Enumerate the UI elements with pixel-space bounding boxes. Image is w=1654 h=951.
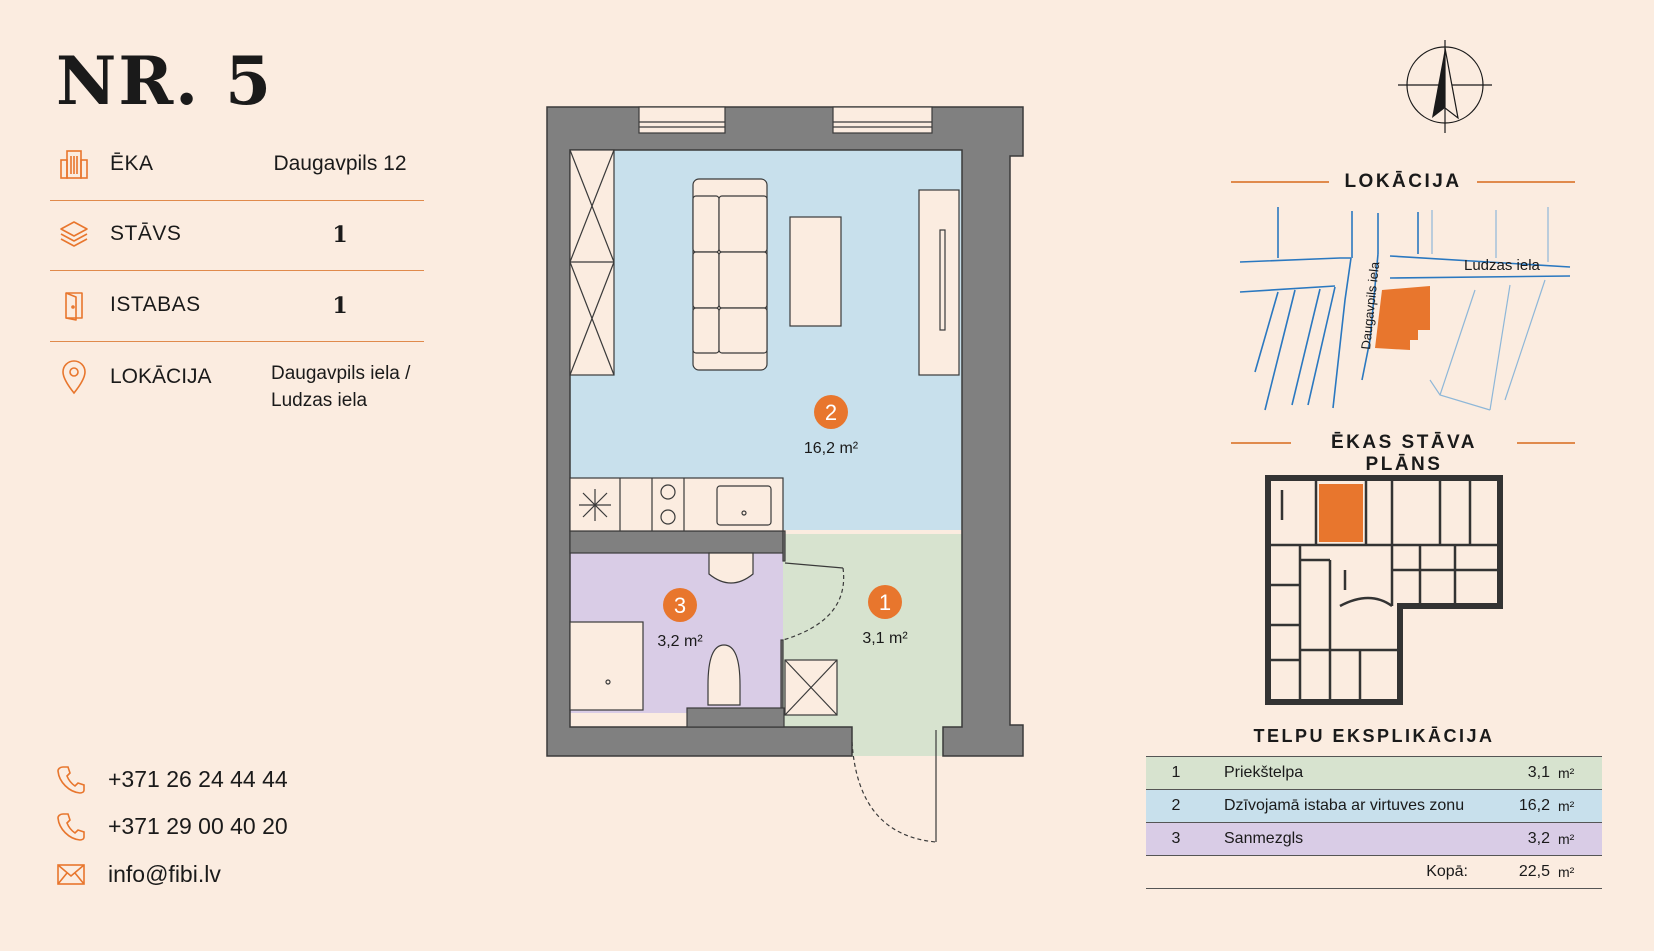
- location-map: Ludzas iela Daugavpils iela: [1239, 207, 1571, 411]
- coffee-table: [789, 216, 842, 327]
- svg-text:1: 1: [879, 590, 891, 615]
- apartment-floor-plan: 2 16,2 m² 1 3,1 m² 3 3,2 m²: [546, 106, 1024, 843]
- explication-heading: TELPU EKSPLIKĀCIJA: [1253, 726, 1495, 746]
- walls: [546, 106, 1024, 757]
- table-total-row: Kopā: 22,5 m²: [1146, 855, 1602, 889]
- table-row: 2 Dzīvojamā istaba ar virtuves zonu 16,2…: [1146, 789, 1602, 823]
- table-row: 3 Sanmezgls 3,2 m²: [1146, 822, 1602, 856]
- room-marker-1: 1 3,1 m²: [862, 585, 908, 647]
- bathroom-fixtures: [569, 552, 754, 711]
- info-row-rooms: ISTABAS 1: [50, 271, 424, 342]
- compass-icon: [1398, 40, 1492, 133]
- total-label: Kopā:: [1206, 855, 1476, 889]
- building-floor-plan: [1265, 475, 1503, 705]
- phone-icon: [57, 813, 85, 841]
- room-1-area: 3,1 m²: [862, 630, 908, 647]
- door-icon: [65, 292, 83, 321]
- phone-1-text[interactable]: +371 26 24 44 44: [108, 766, 288, 792]
- floor-value: 1: [332, 222, 348, 248]
- building-value: Daugavpils 12: [273, 152, 407, 175]
- kitchen-counter: [569, 477, 784, 532]
- svg-text:2: 2: [825, 400, 837, 425]
- sofa: [692, 178, 768, 371]
- location-label: LOKĀCIJA: [110, 365, 212, 388]
- rooms-value: 1: [332, 293, 348, 319]
- windows: [638, 106, 933, 134]
- building-label: ĒKA: [110, 152, 154, 175]
- location-value-line1: Daugavpils iela /: [271, 363, 411, 384]
- total-area: 22,5: [1476, 855, 1558, 889]
- floor-label: STĀVS: [110, 222, 182, 245]
- info-row-building: ĒKA Daugavpils 12: [50, 130, 424, 201]
- location-heading: LOKĀCIJA: [1344, 171, 1462, 192]
- map-pin-icon: [62, 360, 86, 395]
- location-value-line2: Ludzas iela: [271, 390, 368, 411]
- layers-icon: [60, 221, 88, 247]
- map-street-ludzas: Ludzas iela: [1464, 257, 1541, 274]
- room-2-area: 16,2 m²: [804, 440, 859, 457]
- svg-text:3: 3: [674, 593, 686, 618]
- email-text[interactable]: info@fibi.lv: [108, 861, 221, 887]
- room-marker-3: 3 3,2 m²: [657, 588, 703, 650]
- room-marker-2: 2 16,2 m²: [804, 395, 859, 457]
- building-icon: [60, 150, 88, 179]
- phone-2-text[interactable]: +371 29 00 40 20: [108, 813, 288, 839]
- envelope-icon: [57, 864, 85, 885]
- info-row-location: LOKĀCIJA Daugavpils iela / Ludzas iela: [50, 341, 424, 421]
- info-row-floor: STĀVS 1: [50, 200, 424, 271]
- doors: [782, 562, 937, 843]
- utility-closet: [784, 659, 838, 716]
- floor-plan-heading: ĒKAS STĀVA PLĀNS: [1330, 432, 1478, 475]
- rooms-label: ISTABAS: [110, 293, 201, 316]
- room-hall: [781, 534, 962, 756]
- room-3-area: 3,2 m²: [657, 633, 703, 650]
- explication-table: 1 Priekštelpa 3,1 m² 2 Dzīvojamā istaba …: [1146, 756, 1602, 889]
- wardrobe: [569, 149, 615, 376]
- phone-icon: [57, 766, 85, 794]
- table-row: 1 Priekštelpa 3,1 m²: [1146, 756, 1602, 790]
- shelf: [918, 189, 960, 376]
- apartment-title: NR. 5: [56, 42, 274, 120]
